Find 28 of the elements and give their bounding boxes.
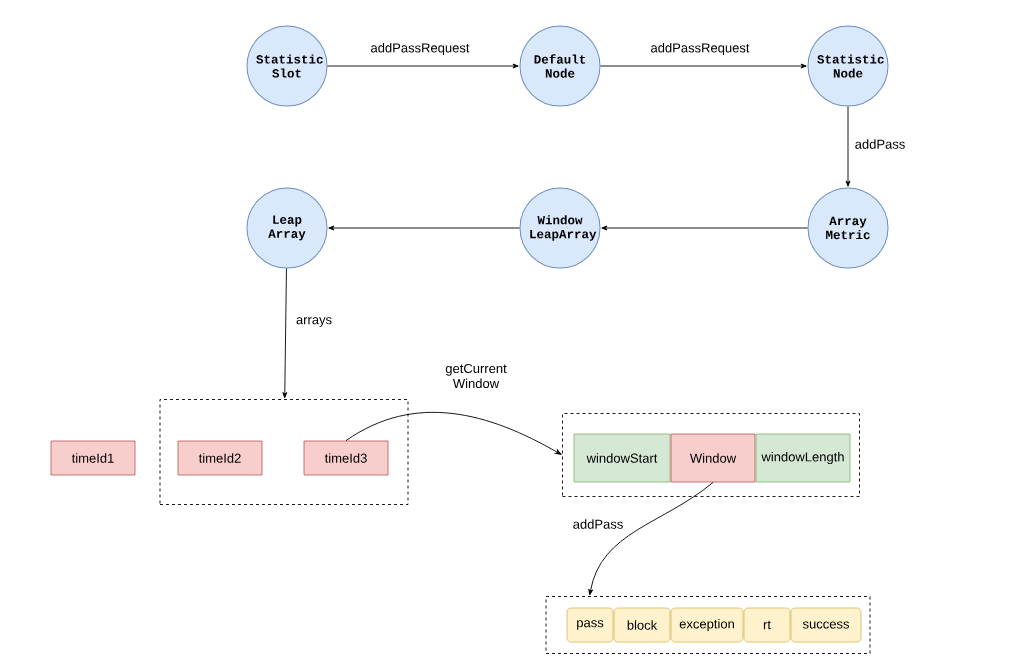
counter-box: block (613, 607, 671, 643)
counter-box: pass (566, 607, 614, 643)
field-box: windowStart (573, 433, 671, 483)
cell-box: Window (670, 433, 756, 483)
dashed-group-box (545, 596, 871, 654)
arrow (588, 481, 714, 596)
arrow (601, 225, 808, 231)
arrow (327, 63, 519, 69)
edge-label: addPass (853, 138, 907, 150)
edge-label: addPass (571, 518, 625, 530)
dashed-group-box (159, 399, 409, 505)
arrow (345, 411, 562, 455)
counter-box: success (790, 607, 862, 643)
cell-box: timeId3 (303, 440, 389, 476)
arrow (282, 268, 288, 399)
arrow (600, 63, 807, 69)
arrow (845, 106, 851, 187)
field-box: windowLength (755, 433, 851, 483)
arrow (328, 225, 520, 231)
cell-box: timeId2 (177, 440, 263, 476)
dashed-group-box (562, 413, 860, 497)
counter-box: rt (743, 607, 791, 643)
counter-box: exception (670, 607, 744, 643)
edge-label: addPassRequest (369, 41, 471, 57)
edge-label: getCurrent Window (440, 362, 512, 390)
edge-label: arrays (294, 316, 334, 328)
cell-box: timeId1 (50, 440, 136, 476)
edge-label: addPassRequest (649, 41, 751, 57)
